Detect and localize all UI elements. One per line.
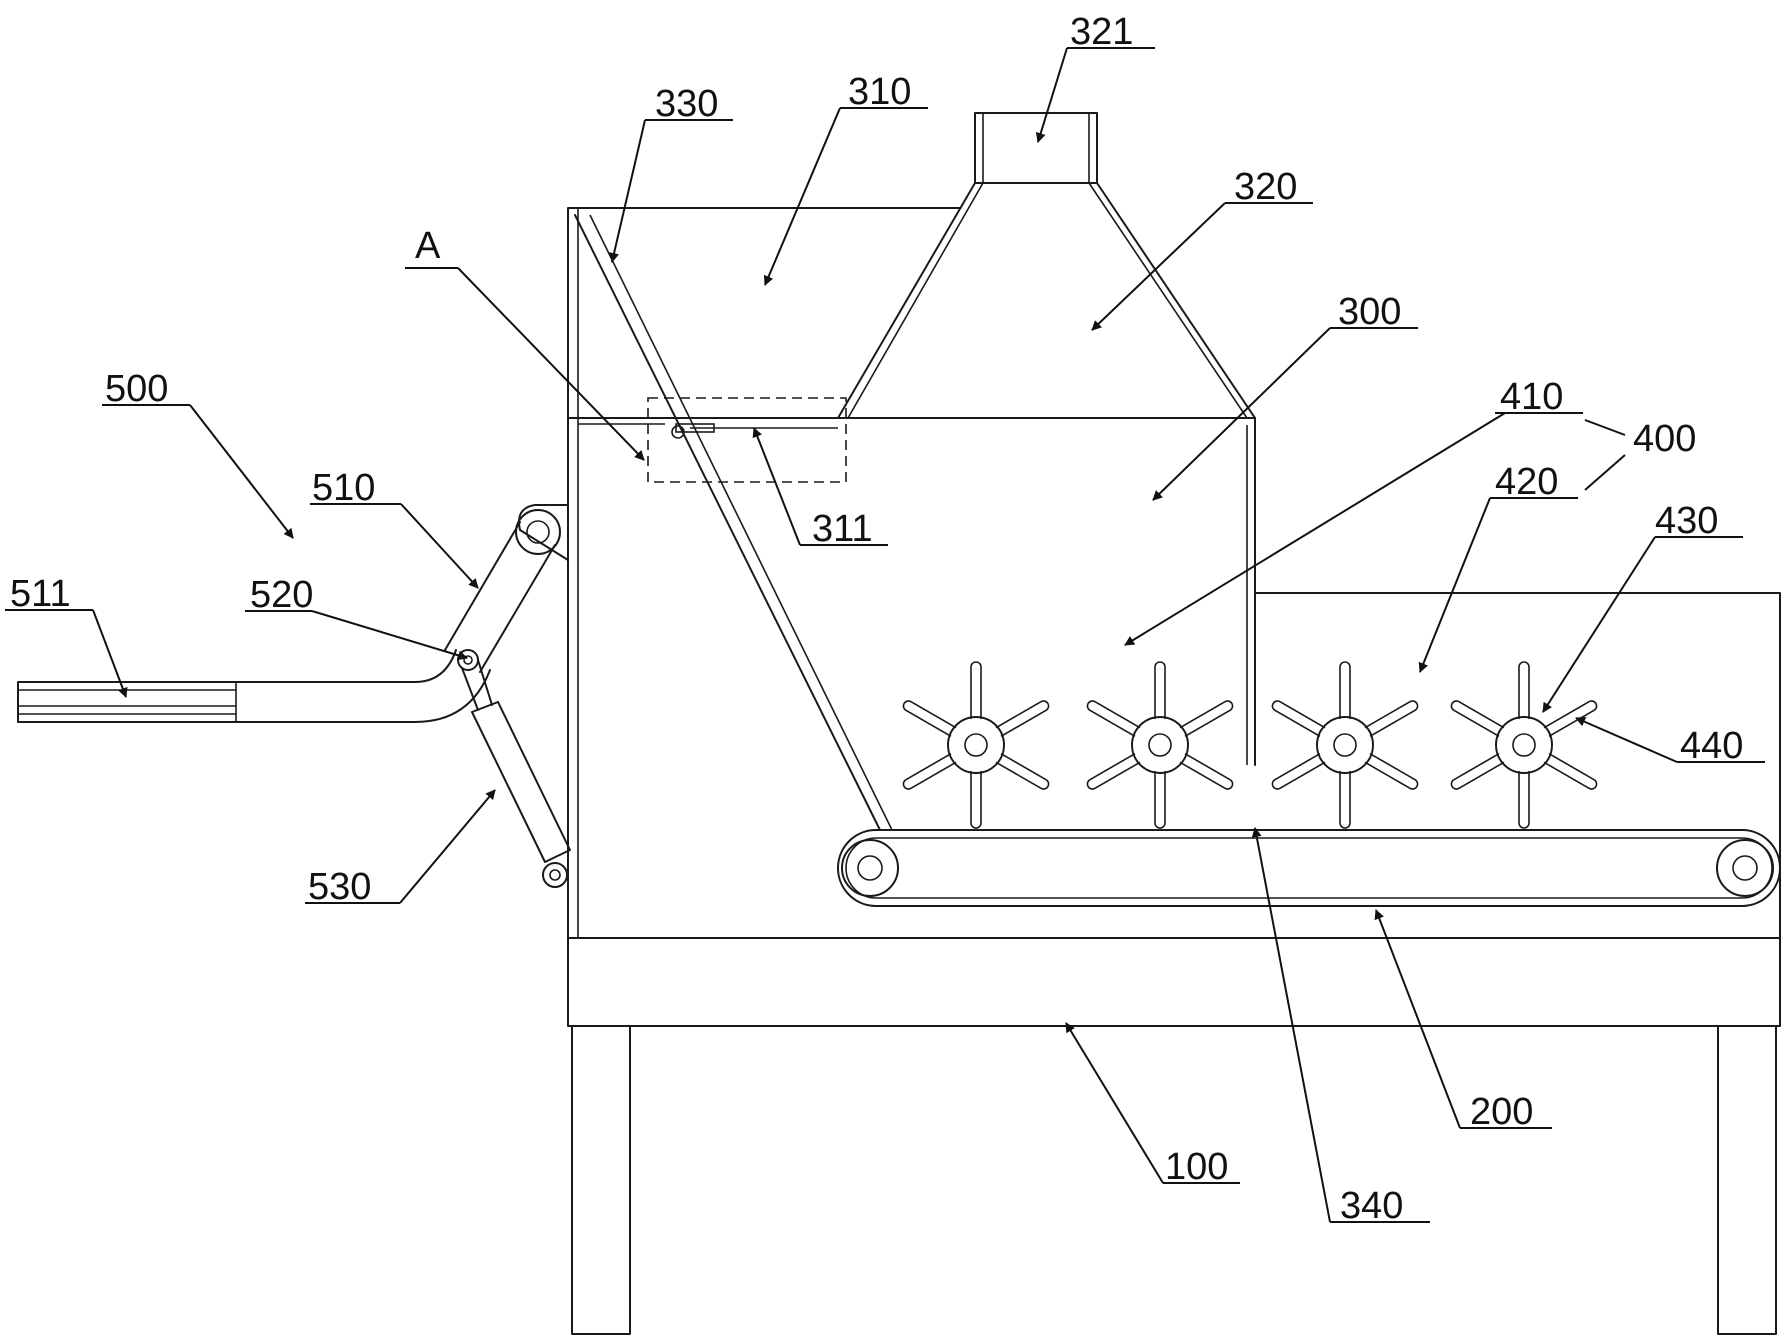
stirring-wheels <box>903 662 1596 828</box>
label-311: 311 <box>812 508 873 550</box>
label-530: 530 <box>308 866 371 908</box>
wheel-blade <box>1272 701 1325 736</box>
wheel-blade <box>1155 662 1165 719</box>
wheel-axle <box>1334 734 1356 756</box>
label-330: 330 <box>655 83 718 125</box>
conveyor-200 <box>838 830 1780 906</box>
wheel-axle <box>965 734 987 756</box>
wheel-hub <box>1317 717 1373 773</box>
stirring-wheel <box>1272 662 1417 828</box>
label-320: 320 <box>1234 166 1297 208</box>
wheel-blade <box>1519 771 1529 828</box>
wheel-blade <box>1340 771 1350 828</box>
wheel-blade <box>996 754 1049 789</box>
wheel-blade <box>1087 701 1140 736</box>
label-321: 321 <box>1070 11 1133 53</box>
label-420: 420 <box>1495 461 1558 503</box>
wheel-blade <box>1272 754 1325 789</box>
label-A: A <box>415 225 441 267</box>
wheel-blade <box>1087 754 1140 789</box>
wheel-blade <box>903 754 956 789</box>
label-340: 340 <box>1340 1185 1403 1227</box>
wheel-hub <box>948 717 1004 773</box>
frame-100 <box>568 938 1780 1334</box>
stirring-wheel <box>903 662 1048 828</box>
label-310: 310 <box>848 71 911 113</box>
wheel-blade <box>1519 662 1529 719</box>
label-520: 520 <box>250 574 313 616</box>
label-410: 410 <box>1500 376 1563 418</box>
label-510: 510 <box>312 467 375 509</box>
wheel-axle <box>1149 734 1171 756</box>
wheel-blade <box>996 701 1049 736</box>
wheel-blade <box>1155 771 1165 828</box>
label-500: 500 <box>105 368 168 410</box>
stirring-wheel <box>1087 662 1232 828</box>
leader-lines <box>93 48 1677 1222</box>
label-511: 511 <box>10 573 71 615</box>
feed-bin <box>568 113 1255 830</box>
label-300: 300 <box>1338 291 1401 333</box>
label-400: 400 <box>1633 418 1696 460</box>
housing <box>568 208 1780 938</box>
wheel-blade <box>1180 754 1233 789</box>
reference-labels: 321 330 310 320 A 300 500 410 400 510 31… <box>5 11 1765 1227</box>
wheel-blade <box>903 701 956 736</box>
label-440: 440 <box>1680 725 1743 767</box>
label-430: 430 <box>1655 500 1718 542</box>
label-200: 200 <box>1470 1091 1533 1133</box>
wheel-hub <box>1132 717 1188 773</box>
wheel-hub <box>1496 717 1552 773</box>
wheel-blade <box>1451 754 1504 789</box>
wheel-blade <box>1365 701 1418 736</box>
wheel-blade <box>971 771 981 828</box>
wheel-blade <box>1365 754 1418 789</box>
lever-assembly-500 <box>18 505 570 887</box>
wheel-blade <box>1544 754 1597 789</box>
wheel-blade <box>1544 701 1597 736</box>
wheel-blade <box>971 662 981 719</box>
wheel-blade <box>1180 701 1233 736</box>
wheel-blade <box>1451 701 1504 736</box>
stirring-wheel <box>1451 662 1596 828</box>
wheel-axle <box>1513 734 1535 756</box>
wheel-blade <box>1340 662 1350 719</box>
label-100: 100 <box>1165 1146 1228 1188</box>
